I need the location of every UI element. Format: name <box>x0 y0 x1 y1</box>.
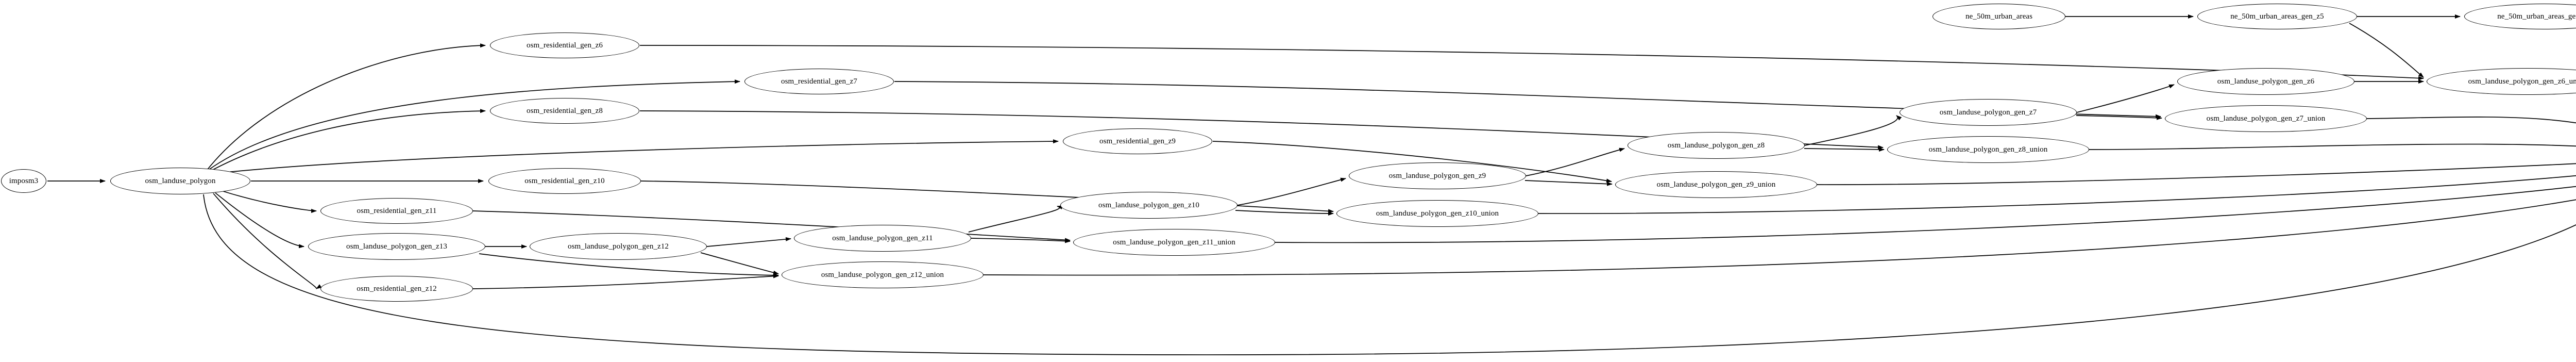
graph-node[interactable]: osm_landuse_polygon_gen_z8 <box>1628 132 1805 159</box>
graph-node[interactable]: ne_50m_urban_areas <box>1933 4 2065 29</box>
graph-node[interactable]: osm_residential_gen_z10 <box>488 168 641 194</box>
graph-node[interactable]: imposm3 <box>1 169 46 193</box>
graph-node[interactable]: osm_landuse_polygon_gen_z7_union <box>2165 105 2367 132</box>
graph-node[interactable]: osm_residential_gen_z12 <box>320 276 473 302</box>
graph-node[interactable]: osm_landuse_polygon_gen_z10_union <box>1336 200 1538 227</box>
graph-node[interactable]: osm_landuse_polygon_gen_z6 <box>2177 68 2354 95</box>
graph-node[interactable]: osm_landuse_polygon_gen_z8_union <box>1887 136 2089 163</box>
graph-node[interactable]: osm_landuse_polygon_gen_z10 <box>1060 192 1238 219</box>
graph-node[interactable]: osm_landuse_polygon <box>110 168 250 194</box>
graph-node[interactable]: osm_residential_gen_z11 <box>320 198 473 224</box>
graph-node[interactable]: osm_residential_gen_z8 <box>490 98 639 124</box>
graph-node[interactable]: osm_landuse_polygon_gen_z12 <box>530 233 707 260</box>
graph-node[interactable]: osm_residential_gen_z9 <box>1063 128 1212 154</box>
graph-node[interactable]: osm_landuse_polygon_gen_z7 <box>1900 99 2077 126</box>
graph-node[interactable]: osm_residential_gen_z7 <box>744 69 894 94</box>
graph-node[interactable]: osm_landuse_polygon_gen_z9_union <box>1615 171 1817 198</box>
graph-node[interactable]: osm_residential_gen_z6 <box>490 32 639 58</box>
graph-node[interactable]: osm_landuse_polygon_gen_z11_union <box>1073 229 1275 256</box>
graph-node[interactable]: osm_landuse_polygon_gen_z12_union <box>782 261 984 288</box>
graph-node[interactable]: osm_landuse_polygon_gen_z9 <box>1349 162 1526 189</box>
graph-node[interactable]: osm_landuse_polygon_gen_z11 <box>794 225 971 252</box>
graph-node[interactable]: osm_landuse_polygon_gen_z13 <box>308 233 485 260</box>
graph-node[interactable]: ne_50m_urban_areas_gen_z5 <box>2197 4 2357 29</box>
